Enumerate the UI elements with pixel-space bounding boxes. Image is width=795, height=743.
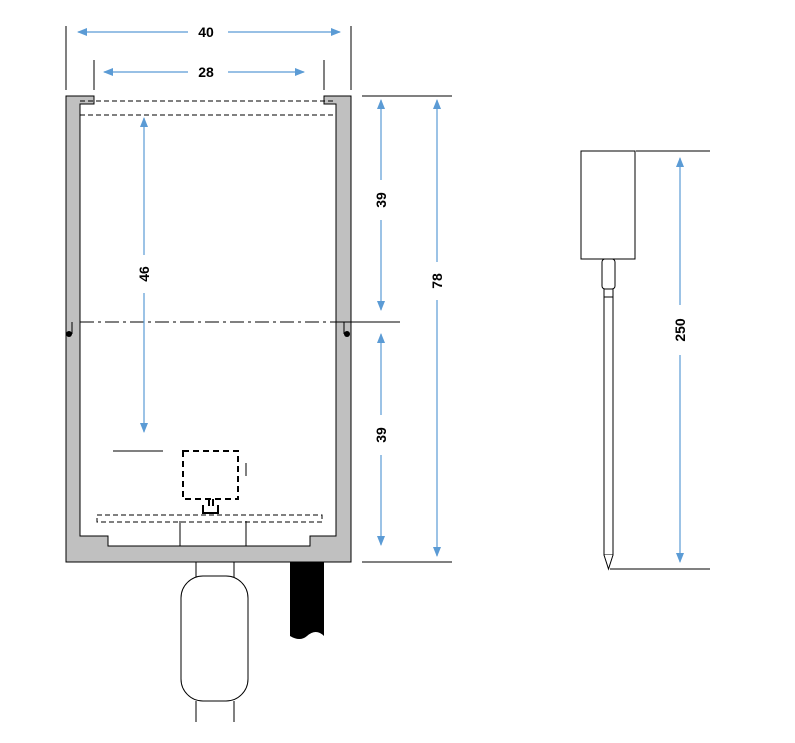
sensor-module [182, 450, 239, 500]
dim-label-upper-height: 39 [373, 192, 389, 208]
dim-label-total-height: 78 [429, 273, 445, 289]
hinge-left [66, 331, 72, 337]
dim-label-outer-width: 40 [198, 24, 214, 40]
probe-neck [601, 258, 616, 290]
dimension-labels: 40 28 39 39 78 46 250 [136, 24, 688, 443]
circuit-board [96, 514, 323, 523]
hinge-right [344, 331, 350, 337]
temperature-probe [580, 150, 710, 571]
housing-section [65, 95, 400, 563]
dim-label-probe-length: 250 [672, 318, 688, 342]
extension-lines [65, 26, 452, 563]
dim-label-lower-height: 39 [373, 427, 389, 443]
cable [290, 562, 324, 639]
housing-wall [65, 95, 352, 563]
cable-gland [180, 562, 249, 722]
dim-label-inner-depth: 46 [136, 266, 152, 282]
probe-head [580, 150, 636, 260]
probe-shaft [603, 296, 614, 556]
probe-tip [603, 554, 614, 571]
dimension-arrows [77, 28, 684, 563]
dim-label-inner-width: 28 [198, 64, 214, 80]
